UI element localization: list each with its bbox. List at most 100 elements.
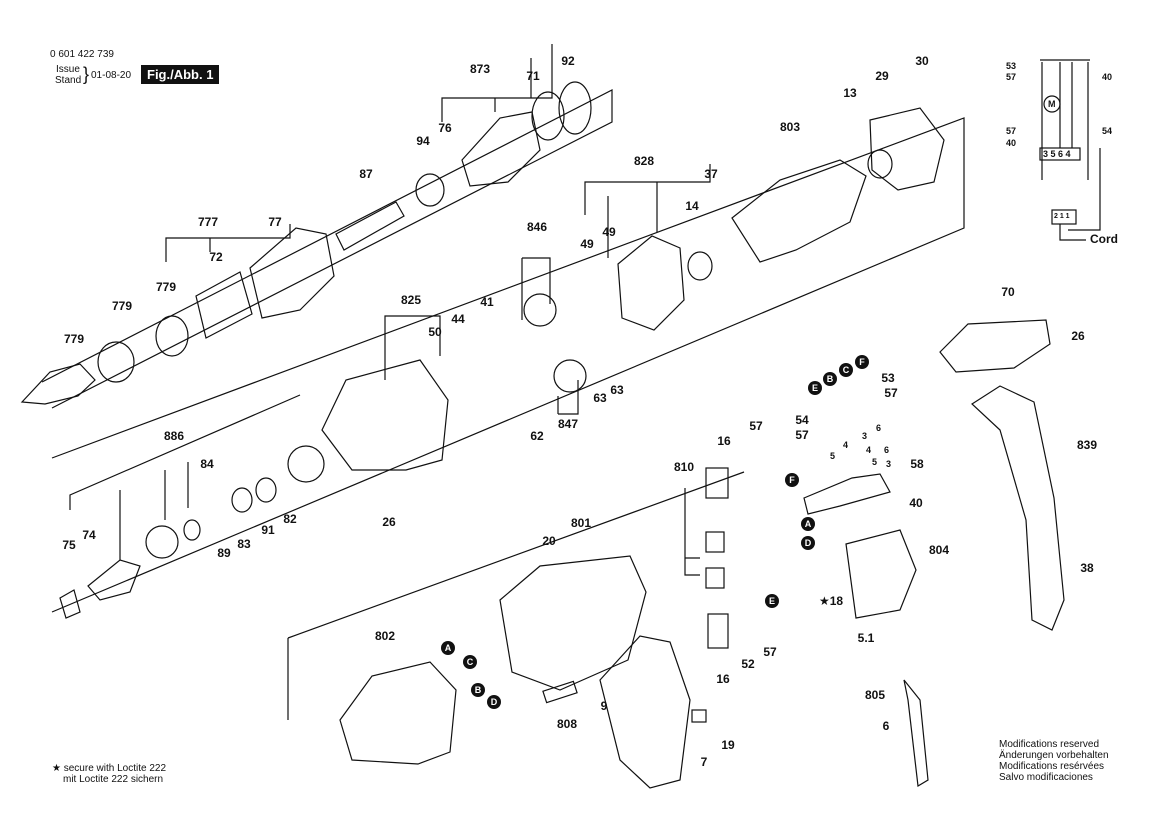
drawing-94-bush (415, 173, 445, 207)
wiring-label: 54 (1102, 126, 1113, 136)
part-label: 7 (700, 755, 708, 769)
wiring-label: 57 (1006, 72, 1017, 82)
issue-brace: } (83, 64, 90, 84)
drawing-92-ring (558, 81, 592, 135)
part-label: 72 (209, 250, 223, 264)
part-label: 49 (580, 237, 594, 251)
part-label: 779 (111, 299, 133, 313)
figure-badge: Fig./Abb. 1 (141, 65, 220, 84)
loctite-note-en: ★ secure with Loctite 222 (52, 763, 167, 774)
drawing-825-gear-case (321, 359, 449, 471)
terminal-mark: 6 (876, 423, 882, 433)
wiring-label: 40 (1102, 72, 1113, 82)
connector-marker: D (801, 536, 815, 550)
drawing-14-bearing (687, 251, 713, 281)
part-label: 886 (163, 429, 185, 443)
part-label: 802 (374, 629, 396, 643)
part-label: 94 (416, 134, 430, 148)
part-label: 74 (82, 528, 96, 542)
drawing-gear-housing (461, 111, 541, 187)
part-label: 19 (721, 738, 735, 752)
part-label: 57 (795, 428, 809, 442)
part-label: 41 (480, 295, 494, 309)
terminal-mark: 3 (862, 431, 868, 441)
part-label: 804 (928, 543, 950, 557)
part-label: 847 (557, 417, 579, 431)
connector-marker: B (823, 372, 837, 386)
modifications-es: Salvo modificaciones (999, 772, 1093, 783)
part-label: 54 (795, 413, 809, 427)
issue-label: Issue (56, 64, 80, 75)
drawing-83-spring (231, 487, 253, 513)
drawing-84-washer (183, 519, 201, 541)
terminal-mark: 5 (830, 451, 836, 461)
drawing-804-switch (845, 529, 917, 619)
part-label: 58 (910, 457, 924, 471)
part-label: 76 (438, 121, 452, 135)
part-label: 801 (570, 516, 592, 530)
part-label: 779 (63, 332, 85, 346)
part-label: 89 (217, 546, 231, 560)
wiring-label: 57 (1006, 126, 1017, 136)
part-label: 63 (610, 383, 624, 397)
bracket-886 (69, 394, 301, 560)
part-label: 50 (428, 325, 442, 339)
bracket-825 (384, 315, 441, 380)
wiring-motor-symbol (1043, 95, 1061, 113)
drawing-brush-holder-lower (707, 613, 729, 649)
part-label: 91 (261, 523, 275, 537)
part-label: 808 (556, 717, 578, 731)
part-label: 873 (469, 62, 491, 76)
connector-marker: D (487, 695, 501, 709)
part-label: 84 (200, 457, 214, 471)
part-label: 57 (749, 419, 763, 433)
part-label: 40 (909, 496, 923, 510)
part-label: 26 (1071, 329, 1085, 343)
drawing-71-seal (531, 91, 565, 141)
part-label: 16 (716, 672, 730, 686)
bracket-846 (521, 257, 551, 320)
part-label: 71 (526, 69, 540, 83)
part-label: 63 (593, 391, 607, 405)
drawing-bit-holder (20, 363, 96, 405)
drawing-clutch-disc (145, 525, 179, 559)
connector-marker: A (441, 641, 455, 655)
drawing-brush-upper (705, 531, 725, 553)
part-label: 810 (673, 460, 695, 474)
part-label: 5.1 (857, 631, 875, 645)
wiring-terminals: 3 5 6 4 (1043, 149, 1071, 159)
connector-marker: E (808, 381, 822, 395)
wiring-motor-label: M (1048, 99, 1056, 109)
part-label: 26 (382, 515, 396, 529)
part-label: 87 (359, 167, 373, 181)
bracket-847 (557, 380, 579, 415)
part-label: 13 (843, 86, 857, 100)
drawing-brush-holder-upper (705, 467, 729, 499)
drawing-779-ring (155, 315, 189, 357)
panel-outline-upper (41, 89, 613, 409)
drawing-828-plate (617, 235, 685, 331)
part-number: 0 601 422 739 (50, 49, 114, 60)
drawing-87-spindle (335, 201, 405, 251)
terminal-mark: 3 (886, 459, 892, 469)
drawing-9-handle (599, 635, 691, 789)
wiring-label: 40 (1006, 138, 1017, 148)
part-label: 805 (864, 688, 886, 702)
part-label: 92 (561, 54, 575, 68)
connector-marker: F (785, 473, 799, 487)
part-label: 828 (633, 154, 655, 168)
part-label: 77 (268, 215, 282, 229)
drawing-58-trigger (803, 473, 891, 515)
part-label: 37 (704, 167, 718, 181)
part-label: 16 (717, 434, 731, 448)
part-label: 29 (875, 69, 889, 83)
bracket-873 (441, 44, 553, 122)
drawing-29-brush-plate (869, 107, 945, 191)
part-label: 62 (530, 429, 544, 443)
modifications-fr: Modifications resérvées (999, 761, 1105, 772)
drawing-77-chuck (249, 227, 335, 319)
connector-marker: C (839, 363, 853, 377)
issue-date: 01-08-20 (91, 70, 132, 81)
